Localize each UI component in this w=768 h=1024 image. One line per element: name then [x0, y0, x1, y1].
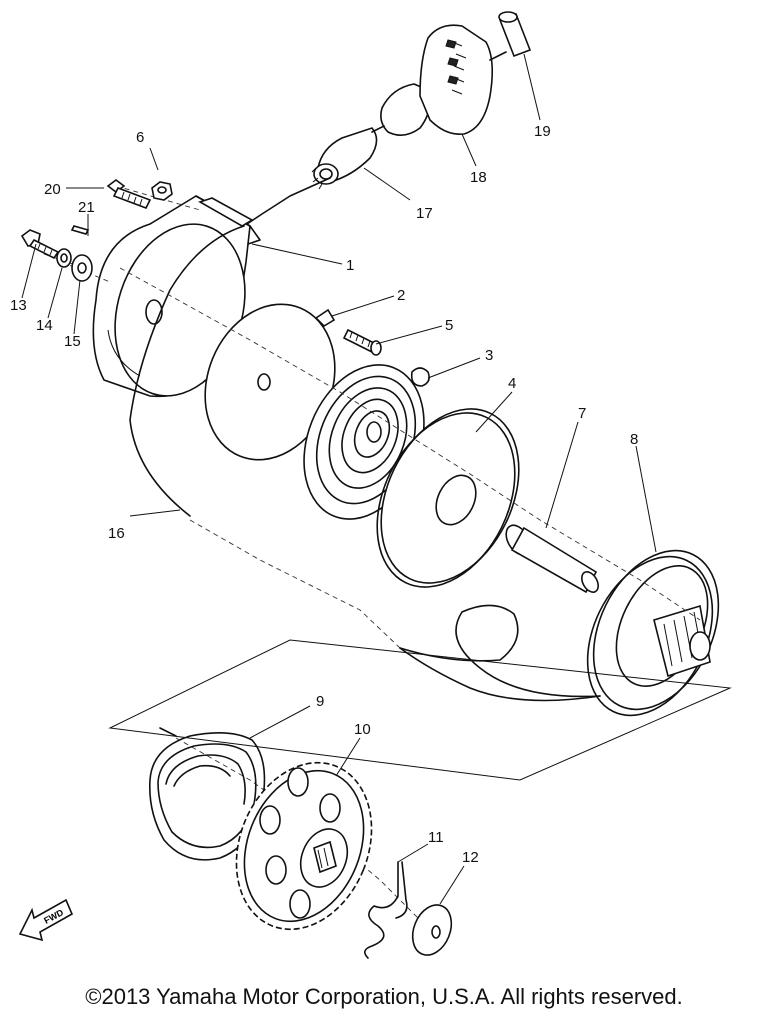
washer-12 [411, 904, 453, 956]
part-label-3: 3 [485, 347, 493, 364]
part-label-5: 5 [445, 317, 453, 334]
part-label-14: 14 [36, 317, 53, 334]
part-label-17: 17 [416, 205, 433, 222]
rope-wrap [399, 647, 601, 702]
pin-21 [70, 225, 90, 235]
washer-15 [71, 254, 93, 282]
part-number-labels: 1 2 3 4 5 6 7 8 9 10 11 12 13 14 15 16 1… [10, 123, 638, 866]
part-label-9: 9 [316, 693, 324, 710]
part-label-11: 11 [428, 829, 444, 846]
part-label-6: 6 [136, 129, 144, 146]
rope-loop [399, 604, 601, 698]
rope-end [371, 51, 507, 133]
part-label-20: 20 [44, 181, 61, 198]
part-label-15: 15 [64, 333, 81, 350]
bolt-13 [20, 229, 60, 260]
part-label-8: 8 [630, 431, 638, 448]
spring-cover-disk [376, 408, 520, 588]
part-label-1: 1 [346, 257, 354, 274]
part-label-10: 10 [354, 721, 371, 738]
clip-11 [364, 861, 408, 959]
bolt-5 [342, 328, 382, 356]
nut-6 [151, 181, 173, 201]
starter-shaft [505, 524, 599, 594]
copyright-notice: ©2013 Yamaha Motor Corporation, U.S.A. A… [85, 984, 683, 1009]
drive-gear [235, 761, 373, 931]
part-label-16: 16 [108, 525, 125, 542]
part-label-2: 2 [397, 287, 405, 304]
part-label-4: 4 [508, 375, 516, 392]
part-label-18: 18 [470, 169, 487, 186]
rope-to-handle [243, 177, 331, 227]
part-label-13: 13 [10, 297, 27, 314]
starter-rope [129, 225, 245, 517]
part-label-19: 19 [534, 123, 551, 140]
handle-pin [498, 11, 532, 58]
part-label-7: 7 [578, 405, 586, 422]
part-label-12: 12 [462, 849, 479, 866]
starter-handle [380, 24, 494, 136]
starter-pulley [586, 549, 720, 717]
bolt-20 [106, 179, 152, 210]
washer-14 [56, 248, 72, 268]
fwd-arrow-icon: FWD [18, 898, 74, 942]
leader-lines [21, 53, 657, 905]
part-label-21: 21 [78, 199, 95, 216]
starter-rope-guide [311, 127, 378, 190]
